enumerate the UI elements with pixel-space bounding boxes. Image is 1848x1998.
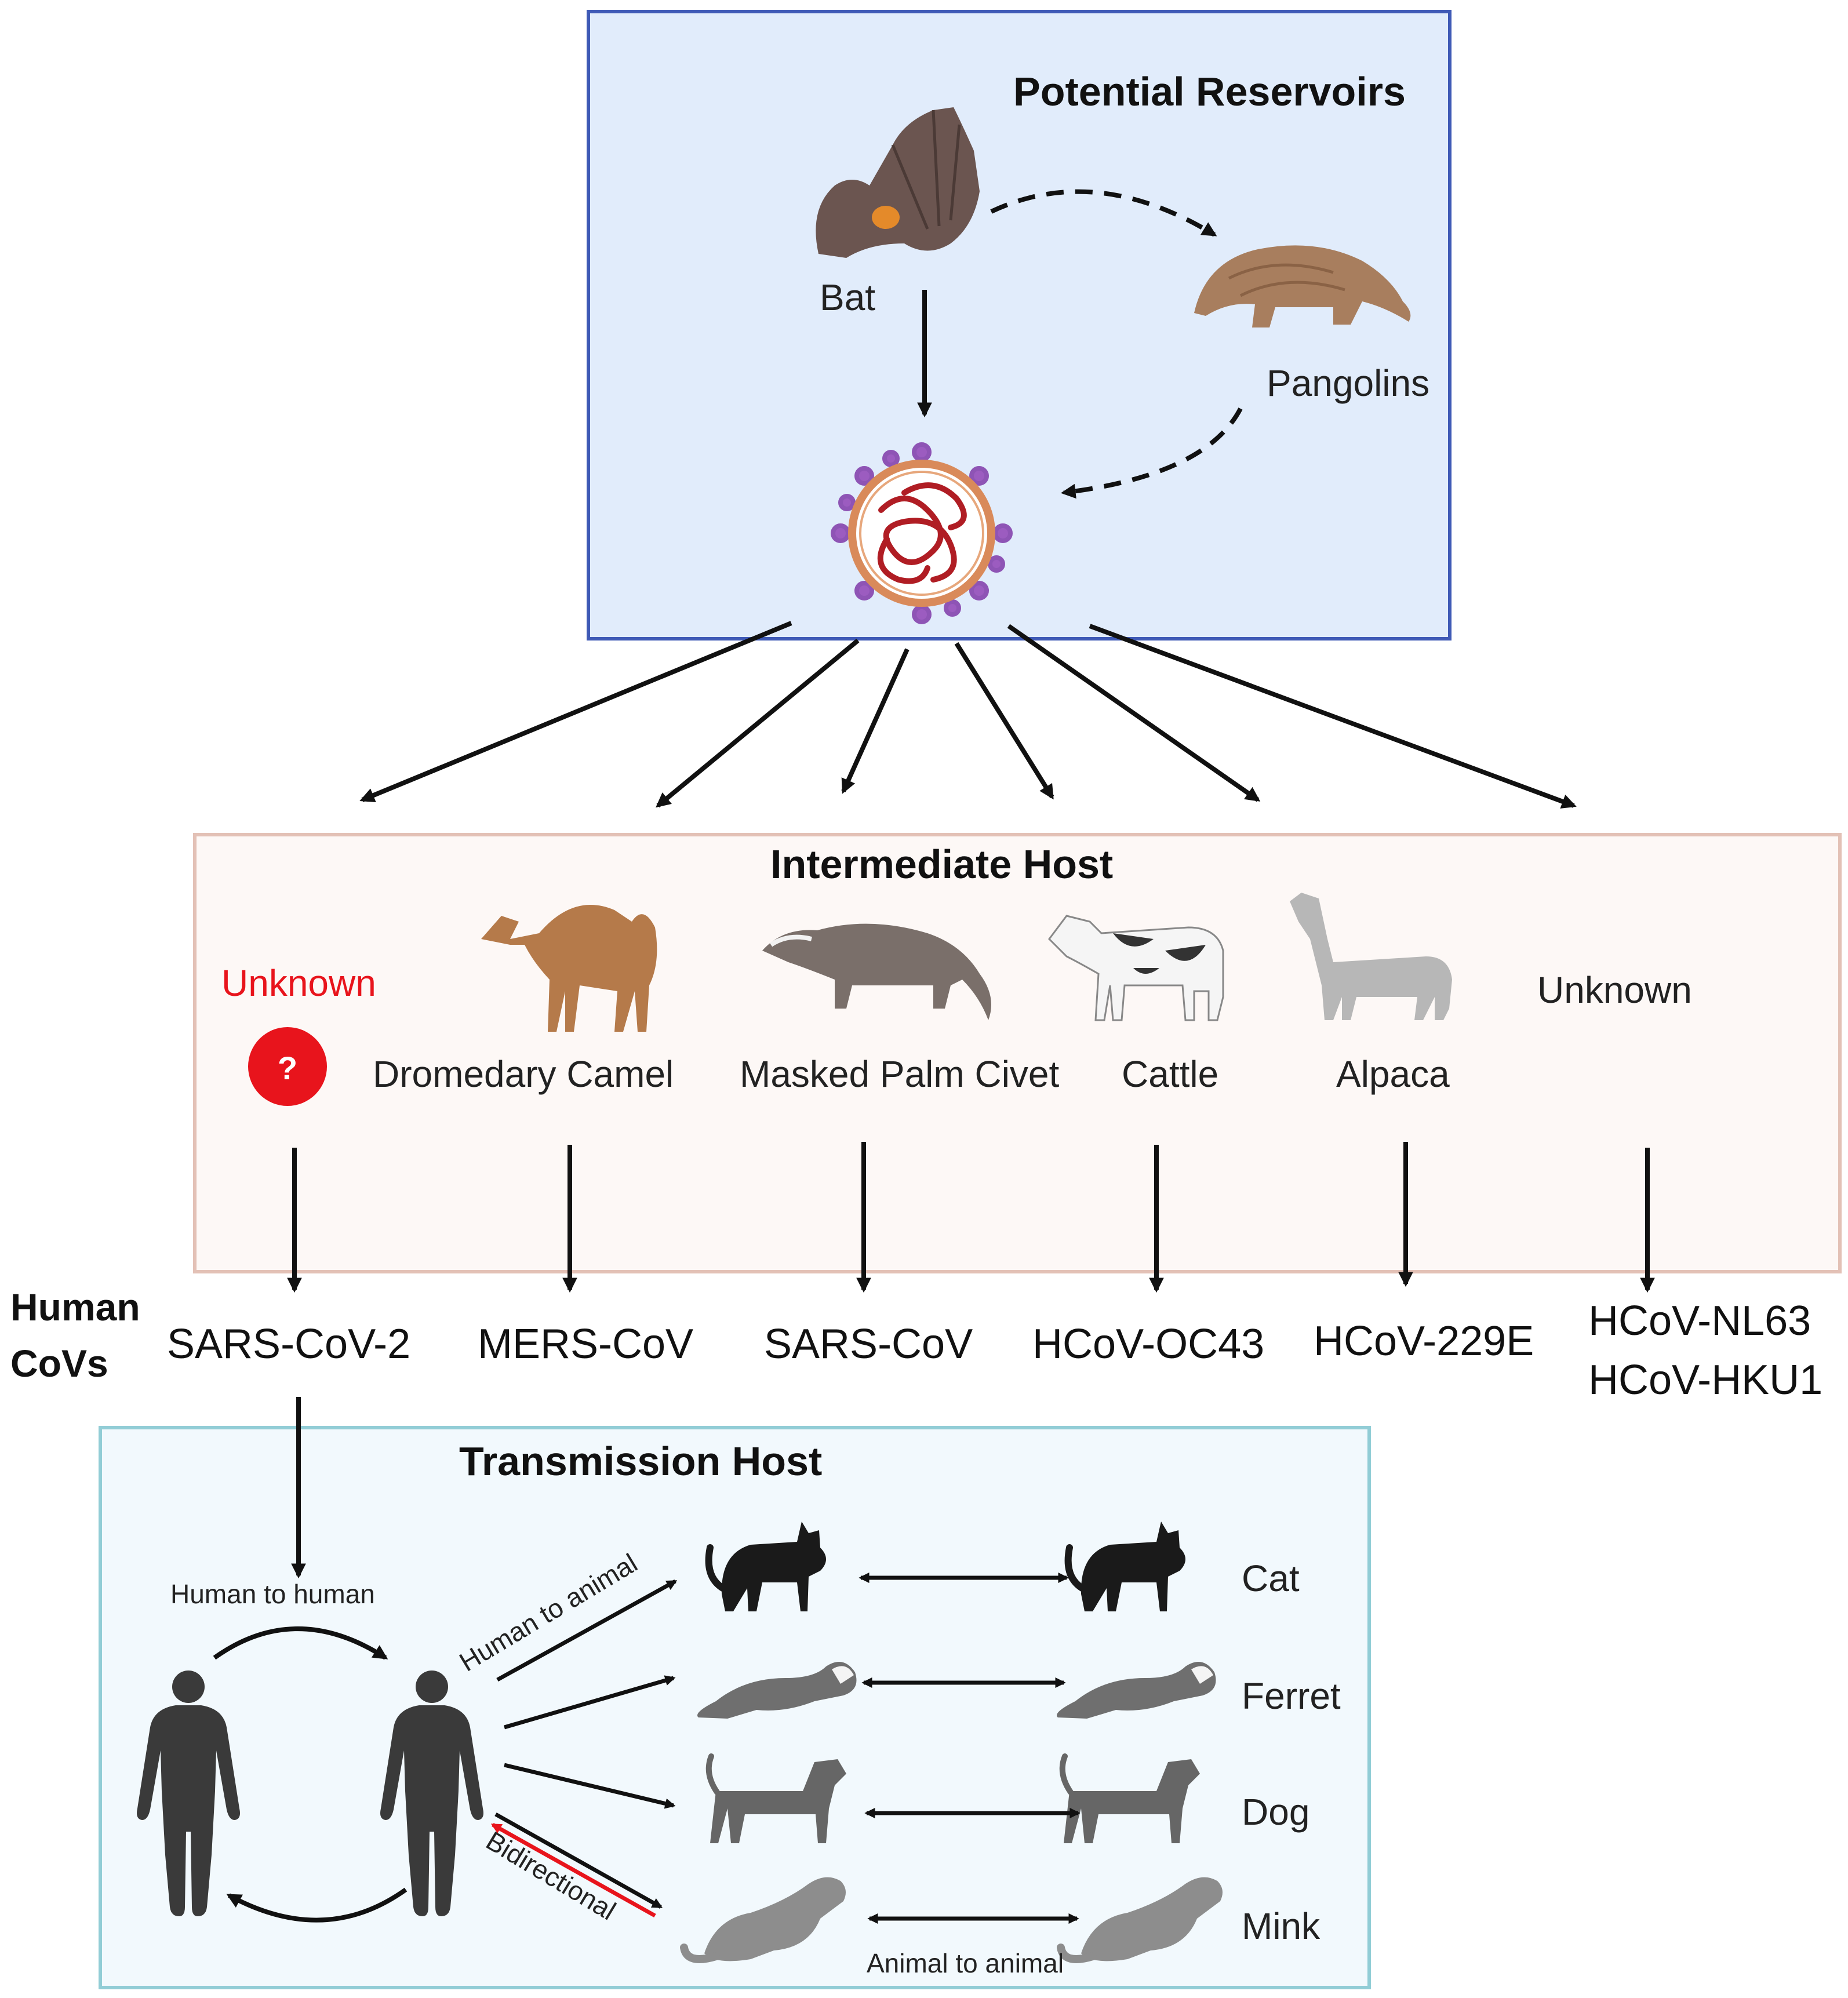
unknown-right-label: Unknown: [1537, 969, 1692, 1011]
fanout-arrows: [359, 621, 1577, 809]
cov-sars-cov-2: SARS-CoV-2: [167, 1321, 410, 1367]
transmission-title: Transmission Host: [459, 1439, 822, 1484]
human-covs-label-line1: Human: [10, 1286, 140, 1329]
reservoirs-box: [587, 10, 1452, 640]
coronavirus-icon: [831, 442, 1013, 624]
ferret-label: Ferret: [1242, 1675, 1341, 1717]
cat-label: Cat: [1242, 1557, 1300, 1599]
human-to-human-arrows: [213, 1626, 408, 1923]
reservoirs-title: Potential Reservoirs: [1013, 69, 1406, 114]
unknown-left-label: Unknown: [221, 962, 376, 1004]
bat-label: Bat: [820, 276, 875, 318]
camel-label: Dromedary Camel: [373, 1053, 674, 1095]
civet-label: Masked Palm Civet: [740, 1053, 1060, 1095]
bidirectional-arrow: [490, 1812, 663, 1918]
intermediate-arrows: [287, 1142, 1655, 1293]
human-to-animal-arrows: [496, 1579, 678, 1809]
pangolin-label: Pangolins: [1267, 362, 1429, 404]
human-to-human-label: Human to human: [170, 1579, 375, 1609]
cov-hku1: HCoV-HKU1: [1588, 1357, 1822, 1403]
intermediate-box: [193, 833, 1842, 1273]
bat-icon: [816, 107, 980, 258]
reservoir-arrows: [917, 189, 1243, 499]
camel-icon: [481, 905, 657, 1032]
alpaca-icon: [1290, 893, 1452, 1020]
animal-to-animal-arrows: [858, 1572, 1081, 1924]
civet-icon: [762, 923, 991, 1020]
pangolin-icon: [1194, 245, 1411, 327]
cov-229e: HCoV-229E: [1314, 1318, 1534, 1364]
alpaca-label: Alpaca: [1336, 1053, 1450, 1095]
animal-to-animal-label: Animal to animal: [867, 1948, 1064, 1978]
cov-oc43: HCoV-OC43: [1032, 1321, 1264, 1367]
human-covs-label-line2: CoVs: [10, 1342, 108, 1385]
cov-sars: SARS-CoV: [764, 1321, 973, 1367]
question-mark: ?: [278, 1050, 297, 1086]
cattle-label: Cattle: [1122, 1053, 1218, 1095]
cov-nl63: HCoV-NL63: [1588, 1298, 1811, 1344]
cov-mers: MERS-CoV: [478, 1321, 693, 1367]
question-badge-icon: [248, 1027, 327, 1106]
intermediate-title: Intermediate Host: [770, 842, 1113, 887]
mink-label: Mink: [1242, 1905, 1320, 1947]
cattle-icon: [1048, 915, 1224, 1021]
dog-label: Dog: [1242, 1791, 1309, 1833]
